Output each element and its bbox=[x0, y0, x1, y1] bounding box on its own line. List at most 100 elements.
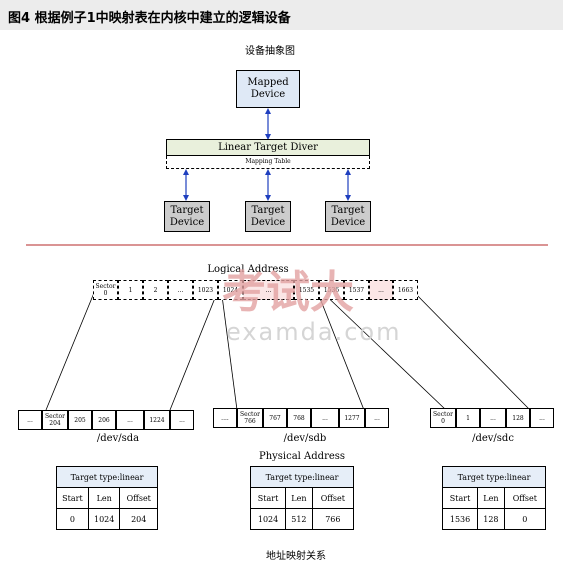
sda-cell: ... bbox=[170, 410, 194, 430]
logical-cell: ... bbox=[168, 280, 193, 300]
cell-value: 1537 bbox=[348, 286, 365, 294]
cell-value: 205 bbox=[74, 416, 86, 424]
sdc-cell: 128 bbox=[506, 408, 530, 428]
value-offset: 204 bbox=[119, 508, 158, 530]
device-name-sdc: /dev/sdc bbox=[472, 433, 514, 444]
cell-value: 768 bbox=[293, 414, 305, 422]
target-type-cell: Target type:linear bbox=[250, 466, 354, 488]
logical-cell: 1536 bbox=[319, 280, 344, 300]
sda-cell: ... bbox=[18, 410, 42, 430]
watermark-en: examda.com bbox=[226, 318, 402, 346]
header-offset: Offset bbox=[503, 487, 547, 509]
sda-cell: 205 bbox=[68, 410, 92, 430]
sda-cell: ... bbox=[116, 410, 144, 430]
cell-value: 1224 bbox=[149, 416, 165, 424]
sda-cell: 1224 bbox=[144, 410, 170, 430]
figure-title: 图4 根据例子1中映射表在内核中建立的逻辑设备 bbox=[8, 11, 291, 26]
logical-cell: 1663 bbox=[393, 280, 418, 300]
cell-value: ... bbox=[322, 414, 328, 422]
header-len: Len bbox=[477, 487, 505, 509]
cell-value: ... bbox=[378, 286, 384, 294]
logical-cell: 1024 bbox=[218, 280, 243, 300]
cell-value: 1024 bbox=[222, 286, 239, 294]
map-line-sdb-start bbox=[220, 287, 238, 411]
sector-label: Sector bbox=[240, 411, 260, 418]
header-start: Start bbox=[56, 487, 89, 509]
target-device-box: Target Device bbox=[164, 201, 210, 232]
device-name-sda: /dev/sda bbox=[96, 433, 140, 444]
watermark-cn: 考试大 bbox=[222, 267, 354, 318]
header-len: Len bbox=[285, 487, 313, 509]
sdb-cell: ... bbox=[311, 408, 339, 428]
value-len: 128 bbox=[477, 508, 505, 530]
sector-label: Sector bbox=[433, 411, 453, 418]
cell-value: 0 bbox=[441, 418, 445, 425]
device-name-sdb: /dev/sdb bbox=[283, 433, 327, 444]
cell-value: ... bbox=[265, 286, 272, 294]
linear-target-label: Linear Target Diver bbox=[218, 141, 318, 153]
sdc-cell: ... bbox=[530, 408, 554, 428]
cell-value: 1535 bbox=[298, 286, 315, 294]
sdb-cell: 1277 bbox=[339, 408, 365, 428]
logical-cell: ... bbox=[243, 280, 294, 300]
sdb-cell: 767 bbox=[263, 408, 287, 428]
value-offset: 766 bbox=[311, 508, 355, 530]
map-line-sdb-end bbox=[315, 287, 365, 411]
value-start: 0 bbox=[56, 508, 89, 530]
cell-value: ... bbox=[127, 416, 133, 424]
cell-value: 204 bbox=[49, 420, 61, 427]
title-bar: 图4 根据例子1中映射表在内核中建立的逻辑设备 bbox=[0, 0, 563, 30]
cell-value: 206 bbox=[98, 416, 110, 424]
value-len: 512 bbox=[285, 508, 313, 530]
header-offset: Offset bbox=[311, 487, 355, 509]
cell-value: 767 bbox=[269, 414, 281, 422]
sdb-cell: ... bbox=[365, 408, 389, 428]
logical-cell: 2 bbox=[143, 280, 168, 300]
logical-cell: 1537 bbox=[344, 280, 369, 300]
cell-value: 0 bbox=[103, 290, 108, 297]
logical-address-title: Logical Address bbox=[207, 264, 289, 275]
logical-cell: 1 bbox=[118, 280, 143, 300]
cell-value: 1277 bbox=[344, 414, 360, 422]
sdb-cell: .... bbox=[213, 408, 237, 428]
map-line-sda-start bbox=[45, 287, 97, 411]
target-device-label: Target Device bbox=[169, 204, 205, 228]
sdc-cell: 1 bbox=[456, 408, 480, 428]
linear-target-box: Linear Target Diver bbox=[166, 139, 370, 156]
map-line-sda-end bbox=[169, 287, 220, 411]
logical-cell: ... bbox=[369, 280, 393, 300]
abstract-caption: 设备抽象图 bbox=[245, 46, 295, 57]
cell-value: 2 bbox=[153, 286, 158, 294]
cell-value: 1536 bbox=[323, 286, 340, 294]
cell-value: 1 bbox=[128, 286, 133, 294]
sector-label: Sector bbox=[95, 283, 116, 290]
map-line-sdc-end bbox=[409, 287, 531, 411]
footer-caption: 地址映射关系 bbox=[266, 551, 326, 562]
target-device-box: Target Device bbox=[245, 201, 291, 232]
physical-address-title: Physical Address bbox=[258, 451, 346, 462]
mapped-device-box: Mapped Device bbox=[236, 70, 300, 108]
sdc-cell: ... bbox=[480, 408, 506, 428]
header-start: Start bbox=[249, 487, 287, 509]
target-device-label: Target Device bbox=[250, 204, 286, 228]
cell-value: ... bbox=[179, 416, 185, 424]
cell-value: ... bbox=[490, 414, 496, 422]
cell-value: 128 bbox=[512, 414, 524, 422]
target-type-cell: Target type:linear bbox=[442, 466, 546, 488]
target-device-label: Target Device bbox=[330, 204, 366, 228]
mapped-device-label: Mapped Device bbox=[247, 77, 289, 100]
logical-cell: 1535 bbox=[294, 280, 319, 300]
cell-value: 1 bbox=[466, 414, 470, 422]
mapping-table-label: Mapping Table bbox=[245, 158, 291, 165]
cell-value: ... bbox=[27, 416, 33, 424]
header-start: Start bbox=[441, 487, 479, 509]
value-len: 1024 bbox=[87, 508, 121, 530]
sector-label: Sector bbox=[45, 413, 65, 420]
